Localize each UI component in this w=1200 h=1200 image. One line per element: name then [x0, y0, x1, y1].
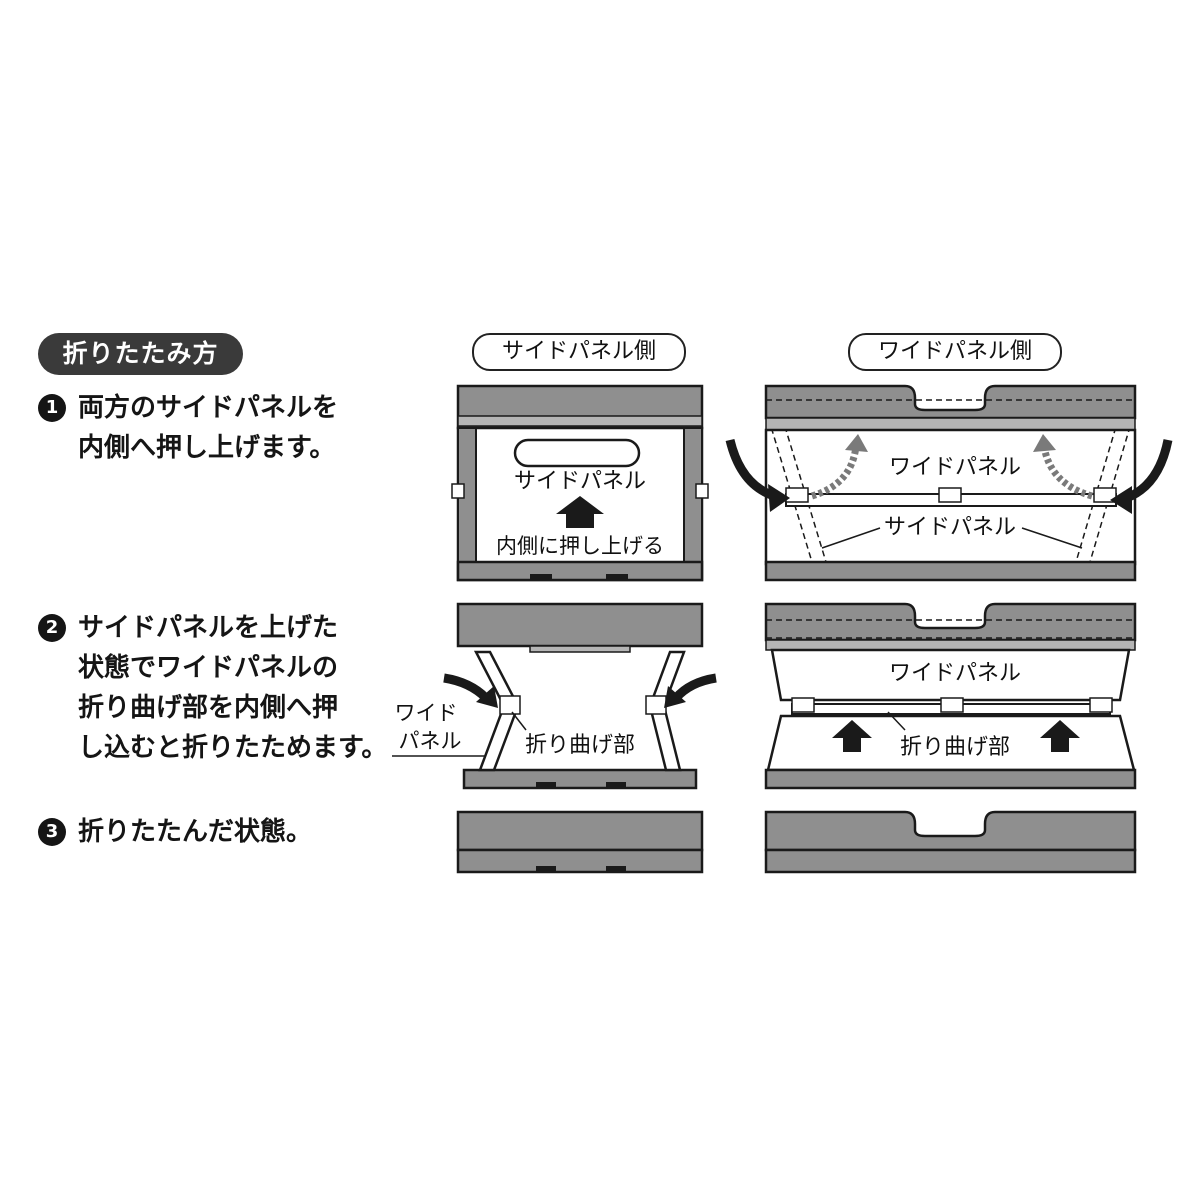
curved-arrow-left-head — [768, 484, 790, 512]
row1-side-box: サイドパネル 内側に押し上げる — [451, 384, 709, 582]
leader-left — [821, 527, 881, 549]
row2-top-lid — [456, 602, 704, 648]
leader-right — [1021, 527, 1083, 549]
handle-hole — [513, 438, 641, 468]
dashed-arrow-right — [1040, 445, 1094, 500]
upper-wide-panel — [770, 648, 1131, 702]
row2-clip-middle — [940, 697, 964, 713]
label-wide-2: パネル — [399, 729, 462, 753]
left-side-panel-dashed — [770, 429, 828, 563]
label-fold-part: 折り曲げ部 — [525, 733, 635, 758]
row2-clip-left — [791, 697, 815, 713]
right-post — [683, 427, 703, 581]
label-side-panel: サイドパネル — [514, 469, 646, 494]
step-1-line-2: 内側へ押し上げます。 — [78, 433, 336, 463]
folded-side-lid — [456, 810, 704, 852]
up-arrow — [556, 496, 604, 528]
step-1: 1 両方のサイドパネルを 内側へ押し上げます。 — [38, 388, 338, 468]
section-title: 折りたたみ方 — [38, 333, 243, 375]
row2-side-box: 折り曲げ部 ワイド パネル — [392, 602, 717, 790]
up-arrow-left — [832, 720, 872, 752]
fold-clip-right — [1093, 487, 1117, 503]
row2-clip-right — [1089, 697, 1113, 713]
right-side-panel-dashed — [1074, 429, 1131, 563]
right-fold-hinge — [645, 695, 667, 715]
step-1-line-1: 両方のサイドパネルを — [78, 393, 339, 423]
dashed-arrow-right-head — [1033, 434, 1056, 452]
dashed-arrow-left — [810, 445, 860, 500]
label-side-panel-2: サイドパネル — [884, 515, 1016, 540]
column-header-wide: ワイドパネル側 — [848, 333, 1062, 371]
base — [456, 560, 704, 582]
fold-part-leader — [511, 711, 527, 731]
base-foot-left — [530, 574, 552, 580]
column-header-side: サイドパネル側 — [472, 333, 686, 371]
row2-foot-right — [606, 782, 626, 788]
step-number-3: 3 — [38, 818, 66, 846]
step-2-line-1: サイドパネルを上げた — [78, 613, 339, 643]
curved-arrow-right-head — [1110, 486, 1132, 514]
row2-arrow-left-head — [476, 686, 498, 708]
step-2-line-4: し込むと折りたためます。 — [78, 733, 388, 763]
row2-wide-lid-dashed — [765, 619, 1136, 639]
left-fold-hinge — [499, 695, 521, 715]
base-foot-right — [606, 574, 628, 580]
left-hinge — [451, 483, 465, 499]
row2-wide-base — [764, 768, 1137, 790]
row2-foot-left — [536, 782, 556, 788]
step-2-line-3: 折り曲げ部を内側へ押 — [78, 693, 339, 723]
step-3-line-1: 折りたたんだ状態。 — [78, 817, 313, 847]
folded-wide-lid — [764, 810, 1137, 852]
fold-part-2-leader — [887, 711, 906, 731]
row2-wide-rim — [765, 639, 1136, 651]
up-arrow-right — [1040, 720, 1080, 752]
step-number-1: 1 — [38, 394, 66, 422]
folded-wide-base — [764, 848, 1137, 874]
label-wide-panel: ワイドパネル — [889, 455, 1021, 480]
row1-wide-box: ワイドパネル サイドパネル — [725, 384, 1173, 582]
row2-wide-lid — [764, 602, 1137, 642]
fold-clip-middle — [938, 487, 962, 503]
row2-arrow-right — [672, 673, 717, 702]
row3-side-folded — [456, 810, 704, 874]
dashed-arrow-left-head — [845, 434, 868, 452]
wide-lid — [764, 384, 1137, 420]
label-push-inside: 内側に押し上げる — [496, 534, 664, 558]
step-3: 3 折りたたんだ状態。 — [38, 812, 312, 852]
top-lid-rim — [457, 415, 703, 427]
step-2-line-2: 状態でワイドパネルの — [78, 653, 339, 683]
label-wide-panel-2: ワイドパネル — [889, 661, 1021, 686]
wide-lid-rim — [765, 417, 1136, 431]
row2-wide-box: ワイドパネル 折り曲げ部 — [764, 602, 1137, 790]
step-number-2: 2 — [38, 614, 66, 642]
label-fold-part-2: 折り曲げ部 — [900, 735, 1010, 760]
row2-arrow-right-head — [664, 686, 686, 708]
step-2: 2 サイドパネルを上げた 状態でワイドパネルの 折り曲げ部を内側へ押 し込むと折り… — [38, 608, 387, 768]
left-post — [457, 427, 477, 581]
fold-clip-left — [785, 487, 809, 503]
folded-side-base — [456, 848, 704, 874]
label-wide-1: ワイド — [395, 701, 458, 725]
folded-side-foot-right — [606, 866, 626, 872]
row2-arrow-left — [443, 673, 490, 702]
row2-top-rim — [529, 645, 631, 653]
right-hinge — [695, 483, 709, 499]
folded-side-foot-left — [536, 866, 556, 872]
wide-base — [764, 560, 1137, 582]
row3-wide-folded — [764, 810, 1137, 874]
row2-base — [462, 768, 698, 790]
